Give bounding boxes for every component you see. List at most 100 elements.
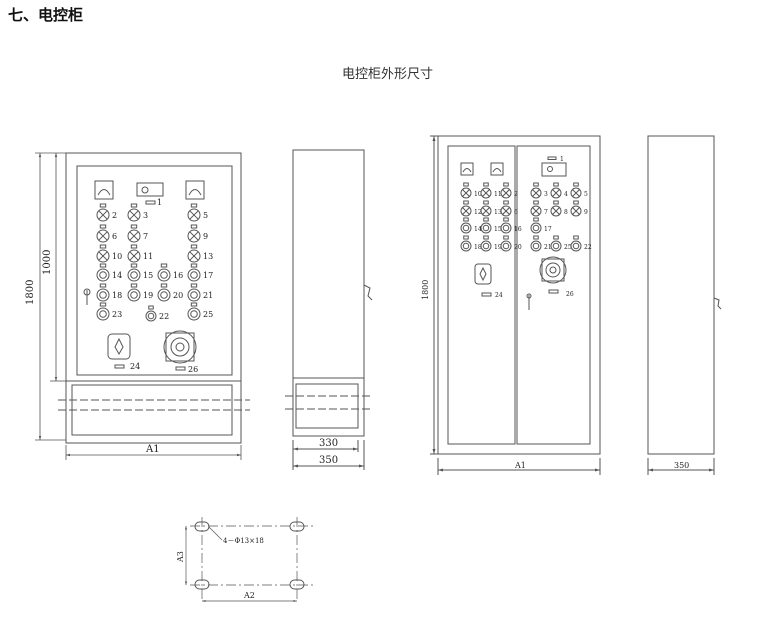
lamp-label: 21 — [203, 291, 213, 300]
lamp-label: 9 — [584, 209, 588, 216]
label-plate — [483, 217, 489, 222]
lamp-label: 8 — [564, 209, 568, 216]
push-button-icon — [480, 240, 492, 252]
push-button-icon — [127, 288, 141, 302]
lamp-label: 19 — [494, 244, 502, 251]
label-plate — [190, 224, 198, 229]
label-plate — [483, 235, 489, 240]
section-heading: 七、电控柜 — [8, 6, 84, 24]
label-plate — [503, 182, 509, 187]
lamp-label: 10 — [112, 252, 122, 261]
push-button-icon — [500, 222, 512, 234]
indicator-lamp-icon — [480, 205, 492, 217]
dimension-lines-left — [35, 152, 242, 460]
label-plate — [148, 305, 154, 310]
label-plate — [463, 235, 469, 240]
push-button-icon — [500, 240, 512, 252]
lamp-label: 16 — [514, 226, 522, 233]
label-plate — [573, 200, 579, 205]
voltmeter-icon — [136, 182, 164, 197]
label-plate — [190, 203, 198, 208]
lamp-label: 12 — [474, 209, 482, 216]
lamp-label: 25 — [203, 310, 213, 319]
lamp-label: 20 — [514, 244, 522, 251]
indicator-lamp-icon — [550, 205, 562, 217]
lamp-label: 7 — [143, 232, 148, 241]
label-plate — [463, 182, 469, 187]
lamp-label: 13 — [494, 209, 502, 216]
indicator-lamp-icon — [127, 208, 141, 222]
lamp-label: 2 — [112, 211, 117, 220]
label-plate — [130, 244, 138, 249]
lamp-label: 25 — [564, 244, 572, 251]
push-button-icon — [187, 307, 201, 321]
push-button-icon — [96, 307, 110, 321]
lamp-label: 6 — [112, 232, 117, 241]
lamp-label: 18 — [112, 291, 122, 300]
indicator-lamp-icon — [96, 249, 110, 263]
height-1000-label: 1000 — [42, 250, 53, 275]
label-plate — [99, 263, 107, 268]
lamp-label: 24 — [495, 292, 503, 299]
lamp-label: 13 — [203, 252, 213, 261]
front-view-right — [430, 135, 601, 475]
push-button-icon — [127, 268, 141, 282]
label-plate — [503, 217, 509, 222]
label-plate — [190, 302, 198, 307]
depth-350-label-right: 350 — [674, 461, 689, 470]
lamp-label: 6 — [514, 209, 518, 216]
push-button-icon — [157, 268, 171, 282]
switch-icon — [474, 263, 492, 285]
label-plate — [503, 200, 509, 205]
label-plate — [99, 302, 107, 307]
push-button-icon — [145, 310, 157, 322]
width-a1-label: A1 — [145, 444, 160, 455]
lamp-label: 10 — [474, 191, 482, 198]
lamp-label: 26 — [188, 365, 198, 374]
label-plate — [99, 283, 107, 288]
lamp-label: 2 — [514, 191, 518, 198]
label-plate — [553, 182, 559, 187]
label-plate — [533, 200, 539, 205]
indicator-lamp-icon — [187, 208, 201, 222]
push-button-icon — [530, 222, 542, 234]
push-button-icon — [460, 240, 472, 252]
indicator-lamp-icon — [570, 187, 582, 199]
lamp-label: 24 — [130, 362, 140, 371]
label-plate — [463, 200, 469, 205]
indicator-lamp-icon — [460, 205, 472, 217]
push-button-icon — [550, 240, 562, 252]
indicator-lamp-icon — [187, 249, 201, 263]
push-button-icon — [96, 288, 110, 302]
lamp-label: 19 — [143, 291, 153, 300]
indicator-lamp-icon — [500, 205, 512, 217]
ammeter-icon — [94, 180, 114, 200]
label-plate — [533, 235, 539, 240]
label-plate — [190, 283, 198, 288]
lamp-label: 3 — [544, 191, 548, 198]
selector-icon — [539, 256, 567, 284]
lamp-label: 5 — [584, 191, 588, 198]
push-button-icon — [157, 288, 171, 302]
push-button-icon — [530, 240, 542, 252]
label-plate — [483, 200, 489, 205]
indicator-lamp-icon — [96, 229, 110, 243]
push-button-icon — [96, 268, 110, 282]
label-plate — [130, 224, 138, 229]
switch-icon — [107, 333, 131, 360]
indicator-lamp-icon — [550, 187, 562, 199]
push-button-icon — [480, 222, 492, 234]
base-depth-label: A3 — [176, 551, 185, 563]
handle-icon — [713, 297, 722, 310]
lamp-label: 20 — [173, 291, 183, 300]
lamp-label: 26 — [566, 291, 574, 298]
lamp-label: 9 — [203, 232, 208, 241]
side-view-left — [285, 149, 373, 470]
lamp-label: 14 — [112, 271, 122, 280]
ammeter-icon — [185, 180, 205, 200]
push-button-icon — [570, 240, 582, 252]
label-plate — [573, 235, 579, 240]
label-plate — [553, 200, 559, 205]
push-button-icon — [460, 222, 472, 234]
push-button-icon — [187, 288, 201, 302]
